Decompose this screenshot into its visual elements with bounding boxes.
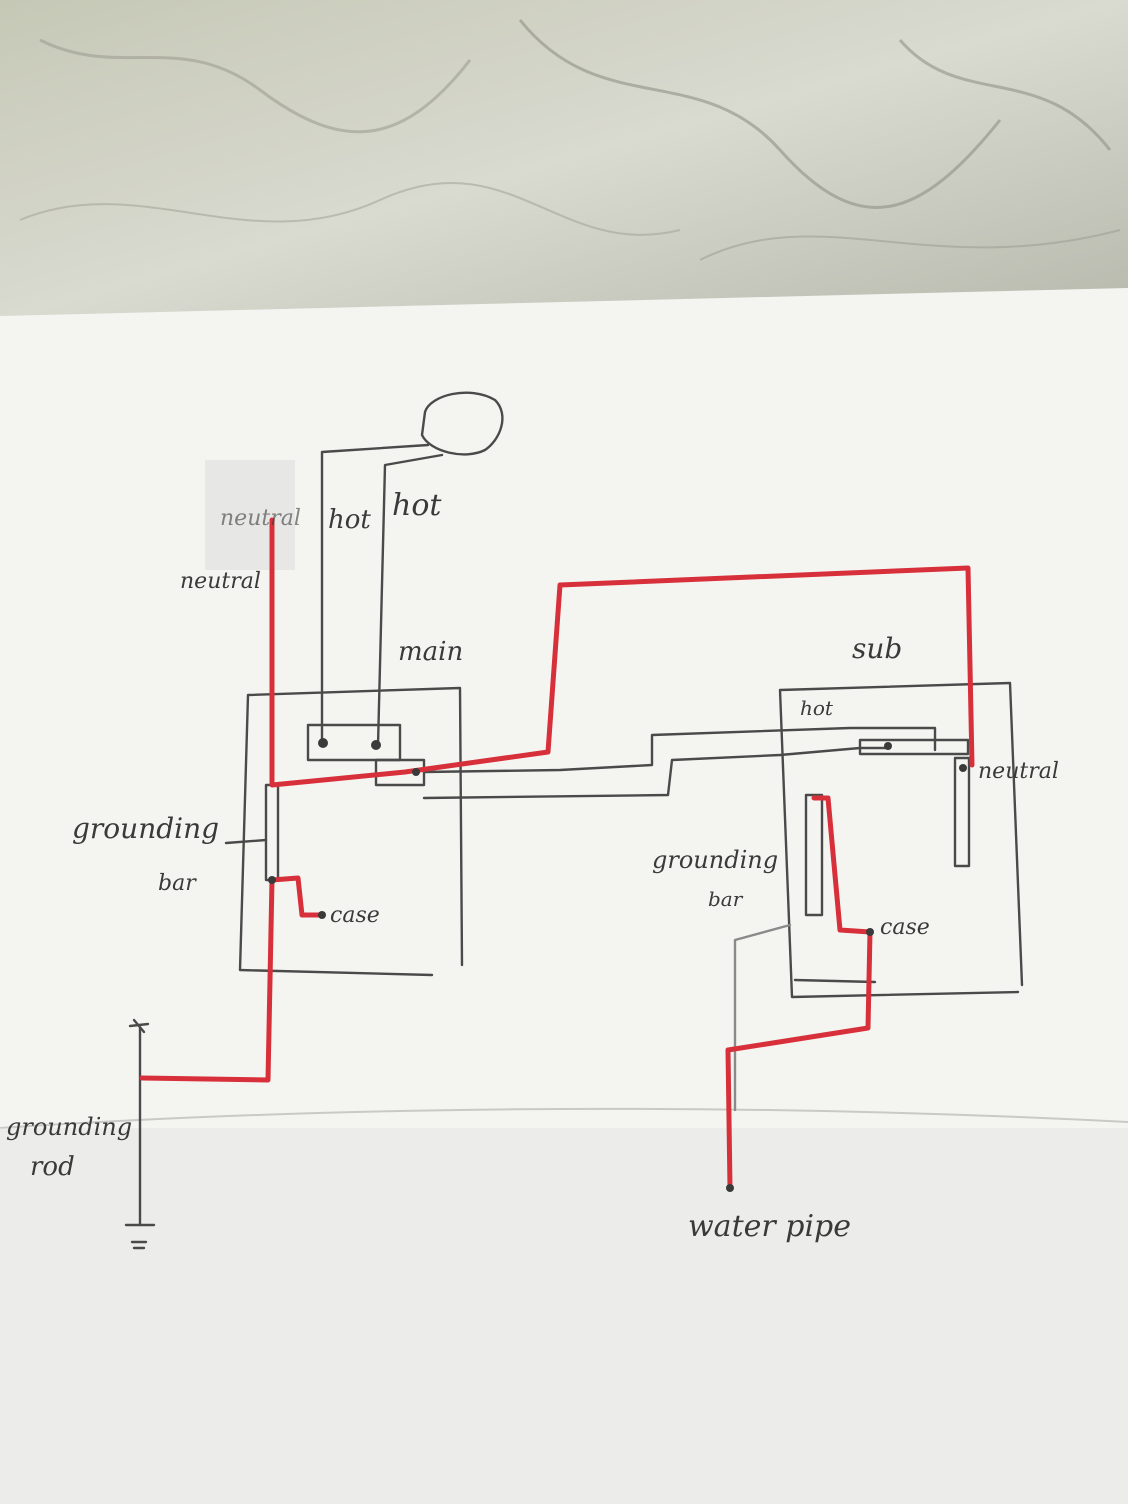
feeder-hot-wire-1: [422, 726, 937, 774]
sub-hot-terminal: [884, 742, 892, 750]
breaker-terminal-2: [371, 740, 381, 750]
sub-hot-bar: [858, 738, 970, 756]
sub-neutral-bar: [953, 756, 971, 868]
main-panel-box: [238, 686, 464, 977]
label-hot-2: hot: [392, 488, 442, 523]
label-hot-1: hot: [328, 505, 371, 535]
ground-symbol: [124, 1223, 156, 1250]
label-water-pipe: water pipe: [688, 1209, 851, 1244]
label-grounding-bar-main-1: grounding: [72, 812, 219, 845]
sub-panel-inner-line: [793, 978, 877, 984]
label-main: main: [398, 637, 463, 667]
label-grounding-rod-2: rod: [30, 1152, 75, 1182]
eraser-smudge: [205, 460, 295, 570]
sub-grounding-bar: [804, 793, 824, 917]
service-drop-circle: [420, 391, 504, 456]
grounding-rod-top: [128, 1018, 150, 1034]
hot-wire-1: [320, 443, 430, 742]
main-grounding-bar-leader: [224, 838, 268, 845]
label-neutral-faint: neutral: [220, 506, 301, 531]
main-ground-to-case-wire: [269, 875, 325, 918]
label-sub: sub: [852, 632, 902, 665]
water-pipe-pencil: [733, 923, 792, 1112]
countertop-background: [0, 0, 1128, 320]
label-neutral-main: neutral: [180, 569, 261, 594]
label-hot-sub: hot: [800, 696, 834, 720]
feeder-hot-wire-2: [422, 746, 892, 800]
main-ground-terminal: [268, 876, 276, 884]
label-grounding-bar-sub-1: grounding: [652, 846, 778, 874]
label-grounding-rod-1: grounding: [6, 1113, 132, 1141]
label-neutral-sub: neutral: [978, 759, 1059, 784]
label-grounding-bar-main-2: bar: [158, 871, 197, 896]
paper-fold-line: [0, 1107, 1128, 1129]
sub-neutral-terminal: [959, 764, 967, 772]
label-grounding-bar-sub-2: bar: [708, 887, 744, 911]
label-case-main: case: [330, 903, 380, 928]
water-pipe-terminal: [726, 1184, 734, 1192]
main-neutral-wire: [269, 517, 975, 788]
label-case-sub: case: [880, 915, 930, 940]
main-breaker: [306, 723, 402, 762]
main-ground-to-rod-wire: [139, 877, 275, 1083]
hot-wire-2: [376, 453, 444, 747]
main-case-terminal: [318, 911, 326, 919]
sub-case-terminal: [866, 928, 874, 936]
breaker-terminal-1: [318, 738, 328, 748]
subfeed-terminal: [412, 768, 420, 776]
sub-panel-box-outer: [778, 681, 1024, 999]
